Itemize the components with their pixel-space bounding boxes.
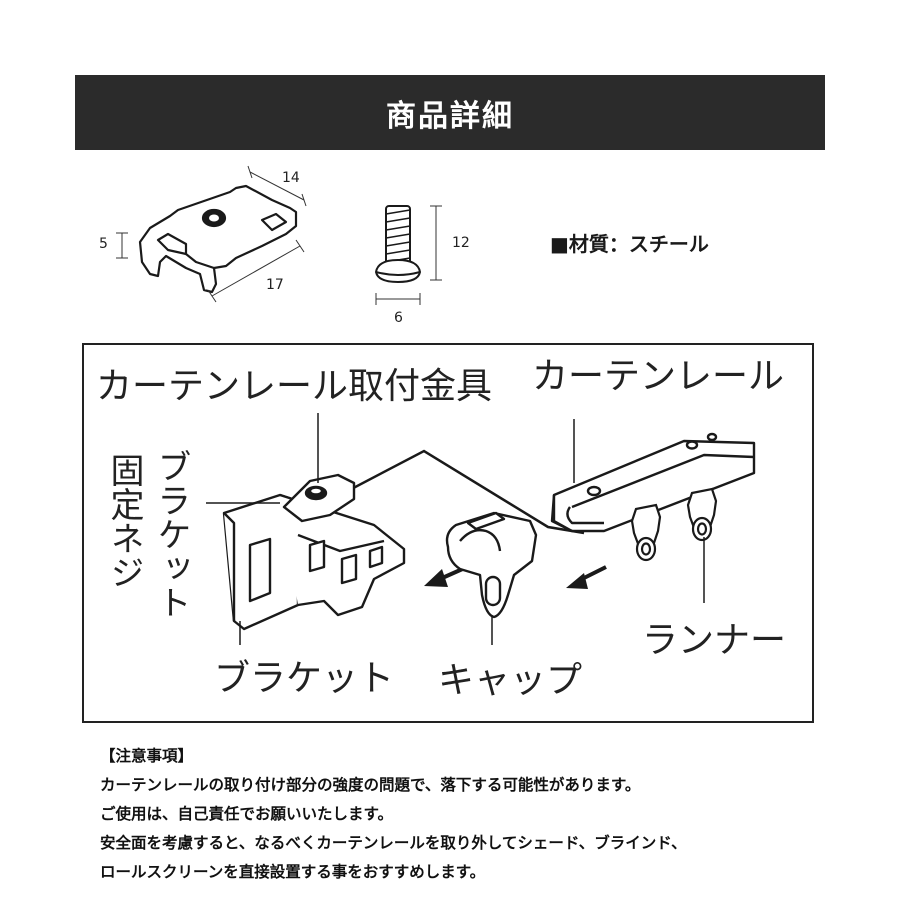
label-cap: キャップ	[438, 660, 583, 701]
screw-illustration	[374, 205, 422, 284]
header-bar: 商品詳細	[75, 75, 825, 150]
leader-lines	[206, 413, 705, 645]
note-line-2: ご使用は、自己責任でお願いいたします。	[100, 805, 393, 823]
cap-illustration	[445, 511, 538, 619]
bracket-width-dim: 14	[282, 170, 300, 186]
bracket-length-dim: 17	[266, 277, 284, 293]
material-label: ■材質：スチール	[550, 232, 709, 256]
screw-width-dim: 6	[394, 310, 403, 326]
runner-illustration	[630, 487, 718, 562]
label-curtain-rail: カーテンレール	[532, 356, 785, 397]
connection-line	[339, 449, 585, 535]
label-mount-fitting: カーテンレール取付金具	[96, 366, 493, 407]
bracket-height-dim: 5	[99, 236, 108, 252]
curtain-rail-illustration	[550, 432, 756, 533]
note-line-3: 安全面を考慮すると、なるべくカーテンレールを取り外してシェード、ブラインド、	[100, 834, 687, 852]
page-title: 商品詳細	[386, 98, 514, 134]
bracket-assembly-illustration	[222, 473, 406, 631]
label-bracket-vertical: ブラケット	[151, 449, 191, 619]
notes-section: 【注意事項】 カーテンレールの取り付け部分の強度の問題で、落下する可能性がありま…	[100, 742, 860, 887]
bracket-fitting-illustration	[138, 184, 298, 294]
notes-heading: 【注意事項】	[100, 747, 194, 765]
note-line-4: ロールスクリーンを直接設置する事をおすすめします。	[100, 863, 486, 881]
label-bracket: ブラケット	[214, 658, 395, 699]
arrow-rail-to-cap	[566, 565, 607, 589]
assembly-illustration	[206, 413, 756, 645]
label-runner: ランナー	[642, 620, 787, 661]
note-line-1: カーテンレールの取り付け部分の強度の問題で、落下する可能性があります。	[100, 776, 641, 794]
screw-length-dim: 12	[452, 235, 470, 251]
spec-drawings	[116, 165, 442, 305]
label-fixing-screw: 固定ネジ	[104, 453, 144, 589]
assembly-diagram: カーテンレール取付金具 カーテンレール 固定ネジ ブラケット ブラケット キャッ…	[82, 343, 814, 723]
